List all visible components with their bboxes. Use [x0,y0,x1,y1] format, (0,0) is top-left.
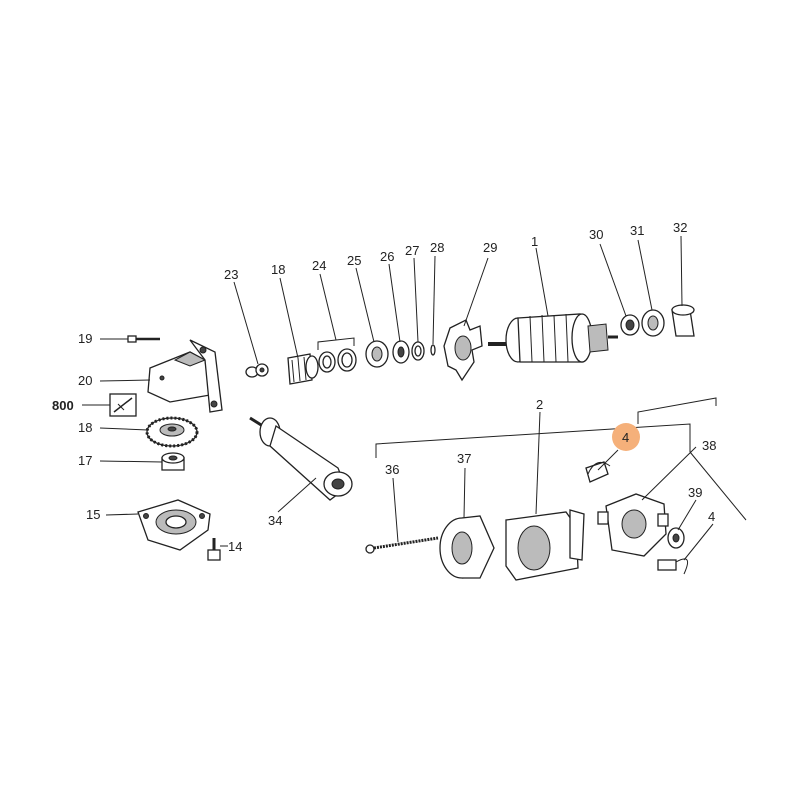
part-2-stator[interactable] [505,509,585,581]
callout-29[interactable]: 29 [483,240,497,255]
callout-17[interactable]: 17 [78,453,92,468]
callout-4-highlighted[interactable]: 4 [622,430,629,445]
part-20-gear-housing[interactable] [147,339,223,413]
callout-39[interactable]: 39 [688,485,702,500]
callout-32[interactable]: 32 [673,220,687,235]
part-27-ring[interactable] [411,341,425,361]
part-34-side-handle[interactable] [249,416,353,501]
callout-14[interactable]: 14 [228,539,242,554]
callout-37[interactable]: 37 [457,451,471,466]
group-bracket-lower [375,423,691,458]
callout-28[interactable]: 28 [430,240,444,255]
callout-27[interactable]: 27 [405,243,419,258]
part-18-bevel-gear[interactable] [145,416,199,448]
callout-23[interactable]: 23 [224,267,238,282]
callout-18-bevel[interactable]: 18 [78,420,92,435]
part-25-bearing[interactable] [365,340,389,368]
callout-4[interactable]: 4 [708,509,715,524]
callout-800[interactable]: 800 [52,398,74,413]
callout-26[interactable]: 26 [380,249,394,264]
part-36-screw[interactable] [365,536,439,554]
callout-31[interactable]: 31 [630,223,644,238]
part-4-carbon-brush-b[interactable] [657,558,689,575]
part-1-armature[interactable] [488,313,618,363]
callout-2[interactable]: 2 [536,397,543,412]
part-23-nut[interactable] [245,363,269,378]
part-19-screw[interactable] [127,335,160,343]
part-38-brush-holder[interactable] [597,493,669,557]
callout-1[interactable]: 1 [531,234,538,249]
callout-19[interactable]: 19 [78,331,92,346]
part-24-spacers[interactable] [318,348,357,373]
callout-30[interactable]: 30 [589,227,603,242]
part-29-fan[interactable] [443,319,483,382]
part-28-clip[interactable] [430,344,436,356]
callout-15[interactable]: 15 [86,507,100,522]
part-800-label-decal[interactable] [109,393,137,417]
part-4-carbon-brush-a[interactable] [585,461,611,483]
group-bracket-right [637,397,747,521]
part-37-field-ring[interactable] [439,515,495,579]
part-18-pinion-gear[interactable] [287,353,319,385]
part-32-cap[interactable] [671,304,695,337]
highlight-marker [612,423,640,451]
callout-36[interactable]: 36 [385,462,399,477]
part-39-spring[interactable] [667,527,685,549]
callout-18-pinion[interactable]: 18 [271,262,285,277]
part-14-screw[interactable] [207,538,221,561]
leader-lines [82,235,714,561]
callout-34[interactable]: 34 [268,513,282,528]
callout-20[interactable]: 20 [78,373,92,388]
callout-38[interactable]: 38 [702,438,716,453]
part-17-bearing[interactable] [161,452,185,471]
callout-25[interactable]: 25 [347,253,361,268]
part-30-bearing[interactable] [620,314,640,336]
part-31-bearing[interactable] [641,309,665,337]
callout-24[interactable]: 24 [312,258,326,273]
part-26-washer[interactable] [392,340,410,364]
part-15-flange[interactable] [137,499,211,551]
